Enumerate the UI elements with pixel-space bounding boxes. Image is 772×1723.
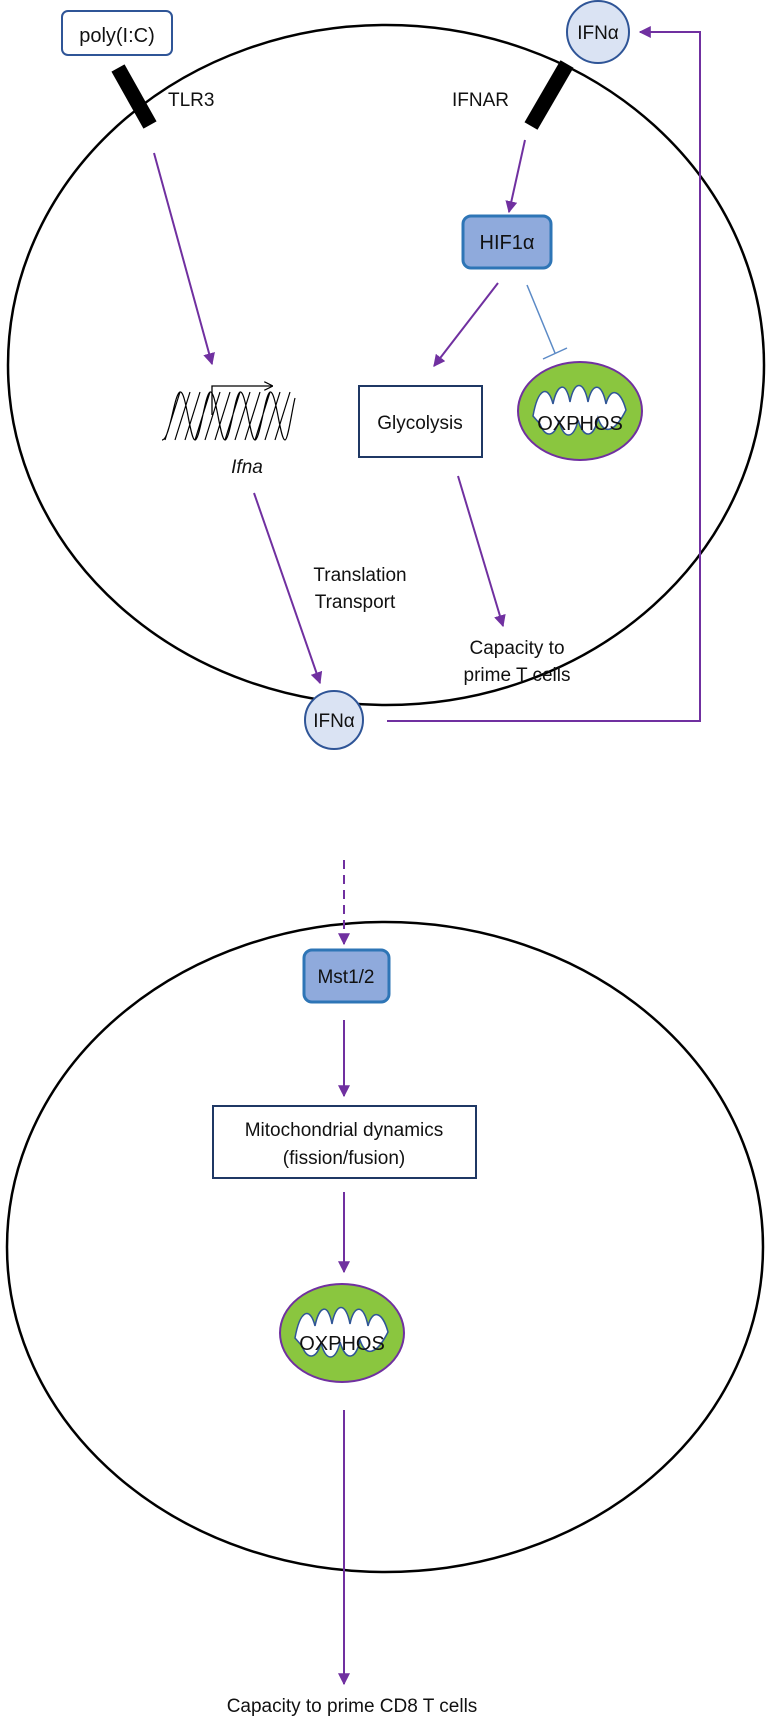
- transcription-start-arrow: [211, 386, 272, 415]
- tlr3-receptor: [111, 64, 157, 129]
- ifn-alpha-top-label: IFNα: [577, 23, 619, 44]
- glycolysis-box: [358, 385, 483, 458]
- ifnar-receptor: [524, 60, 574, 130]
- tlr3-to-ifna-arrow: [153, 152, 215, 366]
- tlr3-label: TLR3: [168, 90, 214, 111]
- bottom-cell-membrane: [5, 920, 765, 1574]
- mitochondrion-top-cristae: [532, 384, 627, 436]
- mitochondrion-top: OXPHOS: [517, 361, 643, 461]
- mitochondrion-bottom: OXPHOS: [279, 1283, 405, 1383]
- mito-dynamics-label-2: (fission/fusion): [283, 1148, 406, 1169]
- glycolysis-label: Glycolysis: [377, 413, 463, 434]
- ifnar-label: IFNAR: [452, 90, 509, 111]
- ifna-gene: Ifna: [161, 386, 296, 478]
- hif-inhibits-oxphos-line: [526, 284, 556, 354]
- capacity-cd8-label: Capacity to prime CD8 T cells: [227, 1696, 478, 1717]
- hif-to-glycolysis-arrow: [433, 282, 499, 367]
- hif1a-box: [461, 214, 553, 270]
- mito-dynamics-label-1: Mitochondrial dynamics: [245, 1120, 444, 1141]
- ifnar-to-hif-arrow: [505, 139, 526, 214]
- feedback-arrow: [387, 26, 701, 722]
- ifn-alpha-top-node: [566, 0, 630, 64]
- polyic-box: [61, 10, 173, 56]
- transport-label: Transport: [315, 592, 396, 613]
- polyic-label: poly(I:C): [79, 25, 155, 47]
- mitochondrion-bottom-cristae: [294, 1306, 389, 1358]
- capacity-t-cells-label-2: prime T cells: [464, 665, 571, 686]
- hif1a-label: HIF1α: [480, 232, 535, 254]
- capacity-t-cells-label-1: Capacity to: [469, 638, 564, 659]
- hif-inhibits-oxphos-bar: [542, 347, 568, 360]
- ifna-to-ifn-arrow: [253, 492, 323, 685]
- ifn-alpha-bottom-label: IFNα: [313, 711, 355, 732]
- mito-dynamics-box: [212, 1105, 477, 1179]
- translation-label: Translation: [313, 565, 406, 586]
- top-cell-membrane: [6, 23, 766, 707]
- mst-box: [302, 948, 391, 1004]
- mst-label: Mst1/2: [317, 967, 374, 988]
- glycolysis-to-capacity-arrow: [457, 475, 506, 628]
- ifn-alpha-bottom-node: [304, 690, 364, 750]
- oxphos-bottom-label: OXPHOS: [299, 1333, 385, 1355]
- ifna-gene-label: Ifna: [231, 457, 263, 478]
- oxphos-top-label: OXPHOS: [537, 413, 623, 435]
- ifna-gene-helix: [161, 391, 296, 441]
